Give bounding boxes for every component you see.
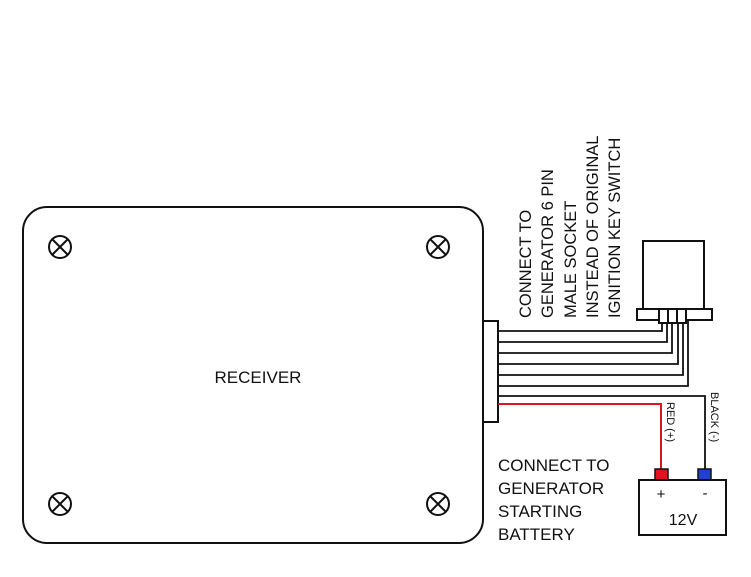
receiver-connector — [482, 320, 499, 423]
svg-text:CONNECT TO: CONNECT TO — [498, 456, 609, 475]
svg-text:INSTEAD OF ORIGINAL: INSTEAD OF ORIGINAL — [584, 136, 602, 318]
battery-positive-terminal — [654, 468, 669, 481]
svg-text:STARTING: STARTING — [498, 502, 582, 521]
svg-text:GENERATOR 6 PIN: GENERATOR 6 PIN — [539, 169, 557, 318]
red-wire — [498, 403, 662, 469]
red-wire-label: RED (+) — [664, 402, 676, 442]
black-wire — [498, 395, 706, 469]
battery-instruction: CONNECT TO GENERATOR STARTING BATTERY — [498, 456, 609, 544]
battery-box — [638, 479, 727, 536]
screw-icon-top-right — [426, 235, 450, 259]
screw-icon-top-left — [48, 235, 72, 259]
battery-negative-terminal — [697, 468, 712, 481]
battery-voltage-label: 12V — [669, 512, 698, 529]
six-pin-socket — [636, 240, 713, 324]
svg-text:GENERATOR: GENERATOR — [498, 479, 604, 498]
black-wire-label: BLACK (-) — [708, 392, 720, 442]
battery-minus-label: - — [703, 485, 708, 502]
screw-icon-bottom-right — [426, 492, 450, 516]
svg-text:IGNITION KEY SWITCH: IGNITION KEY SWITCH — [606, 138, 624, 318]
svg-text:CONNECT TO: CONNECT TO — [517, 210, 535, 318]
receiver-label: RECEIVER — [215, 368, 302, 387]
harness-wires — [498, 314, 689, 387]
svg-text:MALE SOCKET: MALE SOCKET — [562, 201, 580, 318]
svg-text:BATTERY: BATTERY — [498, 525, 575, 544]
socket-instruction: CONNECT TO GENERATOR 6 PIN MALE SOCKET I… — [517, 136, 624, 318]
screw-icon-bottom-left — [48, 492, 72, 516]
battery-plus-label: + — [657, 486, 666, 503]
